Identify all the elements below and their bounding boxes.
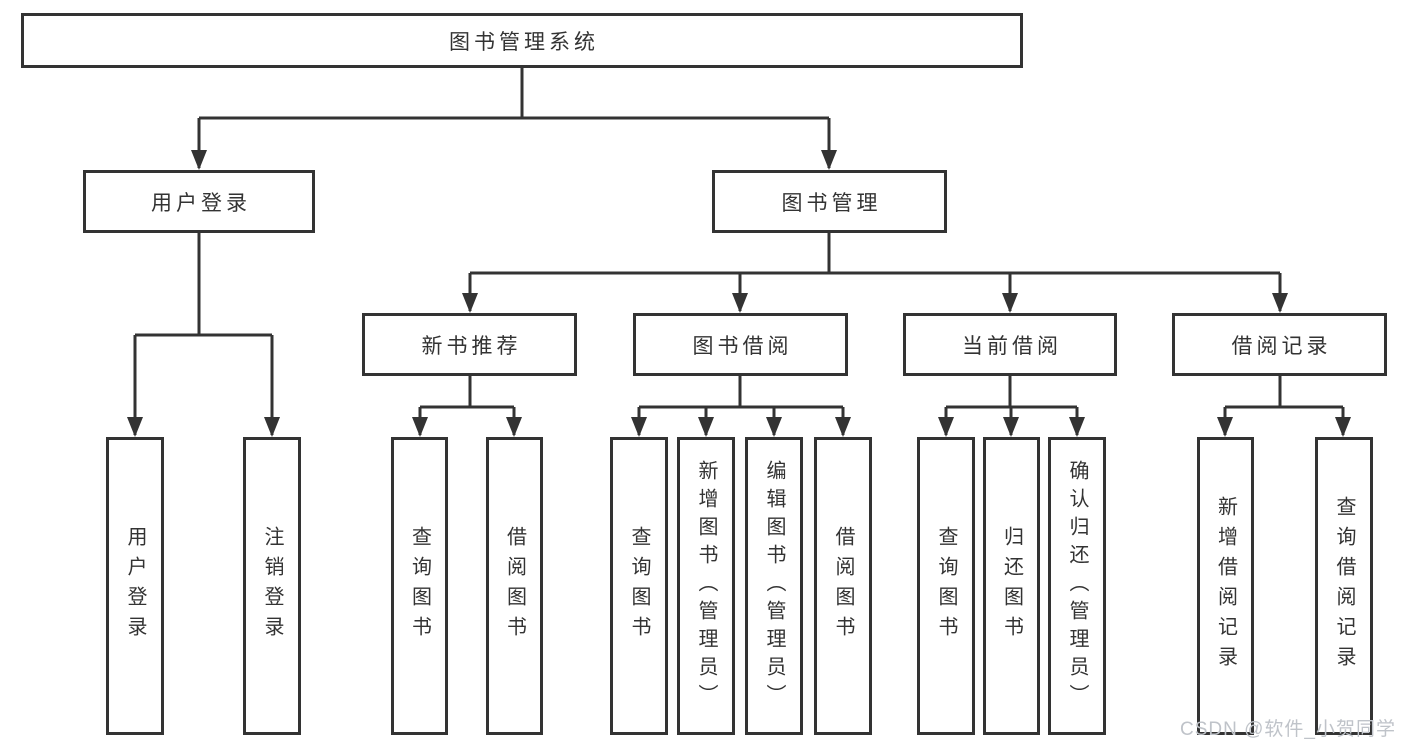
node-library-management-system: 图书管理系统 (21, 13, 1023, 68)
node-current-borrowing: 当前借阅 (903, 313, 1117, 376)
leaf-logout: 注销登录 (243, 437, 301, 735)
node-borrowing-records: 借阅记录 (1172, 313, 1387, 376)
arrow-down-icon (1217, 417, 1233, 437)
connector-book-borrow-children (631, 376, 851, 437)
arrow-down-icon (462, 293, 478, 313)
leaf-add-borrow-record: 新增借阅记录 (1197, 437, 1254, 735)
arrow-down-icon (821, 150, 837, 170)
node-new-book-recommendation: 新书推荐 (362, 313, 577, 376)
arrow-down-icon (264, 417, 280, 437)
node-book-management: 图书管理 (712, 170, 947, 233)
leaf-add-books-admin: 新增图书（管理员） (677, 437, 735, 735)
arrow-down-icon (1003, 417, 1019, 437)
leaf-query-books-recommend: 查询图书 (391, 437, 448, 735)
arrow-down-icon (412, 417, 428, 437)
connector-book-mgmt-children (462, 233, 1288, 313)
connector-borrow-record-children (1217, 376, 1351, 437)
node-user-login: 用户登录 (83, 170, 315, 233)
leaf-query-borrow-record: 查询借阅记录 (1315, 437, 1373, 735)
arrow-down-icon (835, 417, 851, 437)
connector-root-to-level2 (191, 68, 837, 170)
csdn-watermark: CSDN @软件_小贺同学 (1180, 719, 1396, 740)
arrow-down-icon (1272, 293, 1288, 313)
node-book-borrowing: 图书借阅 (633, 313, 848, 376)
connector-current-borrow-children (938, 376, 1085, 437)
arrow-down-icon (191, 150, 207, 170)
leaf-query-books-current: 查询图书 (917, 437, 975, 735)
arrow-down-icon (1002, 293, 1018, 313)
arrow-down-icon (631, 417, 647, 437)
arrow-down-icon (1335, 417, 1351, 437)
connector-new-book-children (412, 376, 522, 437)
arrow-down-icon (698, 417, 714, 437)
connector-user-login-children (127, 233, 280, 437)
arrow-down-icon (732, 293, 748, 313)
leaf-return-books: 归还图书 (983, 437, 1040, 735)
arrow-down-icon (1069, 417, 1085, 437)
arrow-down-icon (127, 417, 143, 437)
arrow-down-icon (766, 417, 782, 437)
arrow-down-icon (938, 417, 954, 437)
leaf-edit-books-admin: 编辑图书（管理员） (745, 437, 803, 735)
leaf-borrow-books: 借阅图书 (814, 437, 872, 735)
leaf-query-books-borrow: 查询图书 (610, 437, 668, 735)
leaf-confirm-return-admin: 确认归还（管理员） (1048, 437, 1106, 735)
arrow-down-icon (506, 417, 522, 437)
leaf-borrow-books-recommend: 借阅图书 (486, 437, 543, 735)
leaf-user-login: 用户登录 (106, 437, 164, 735)
